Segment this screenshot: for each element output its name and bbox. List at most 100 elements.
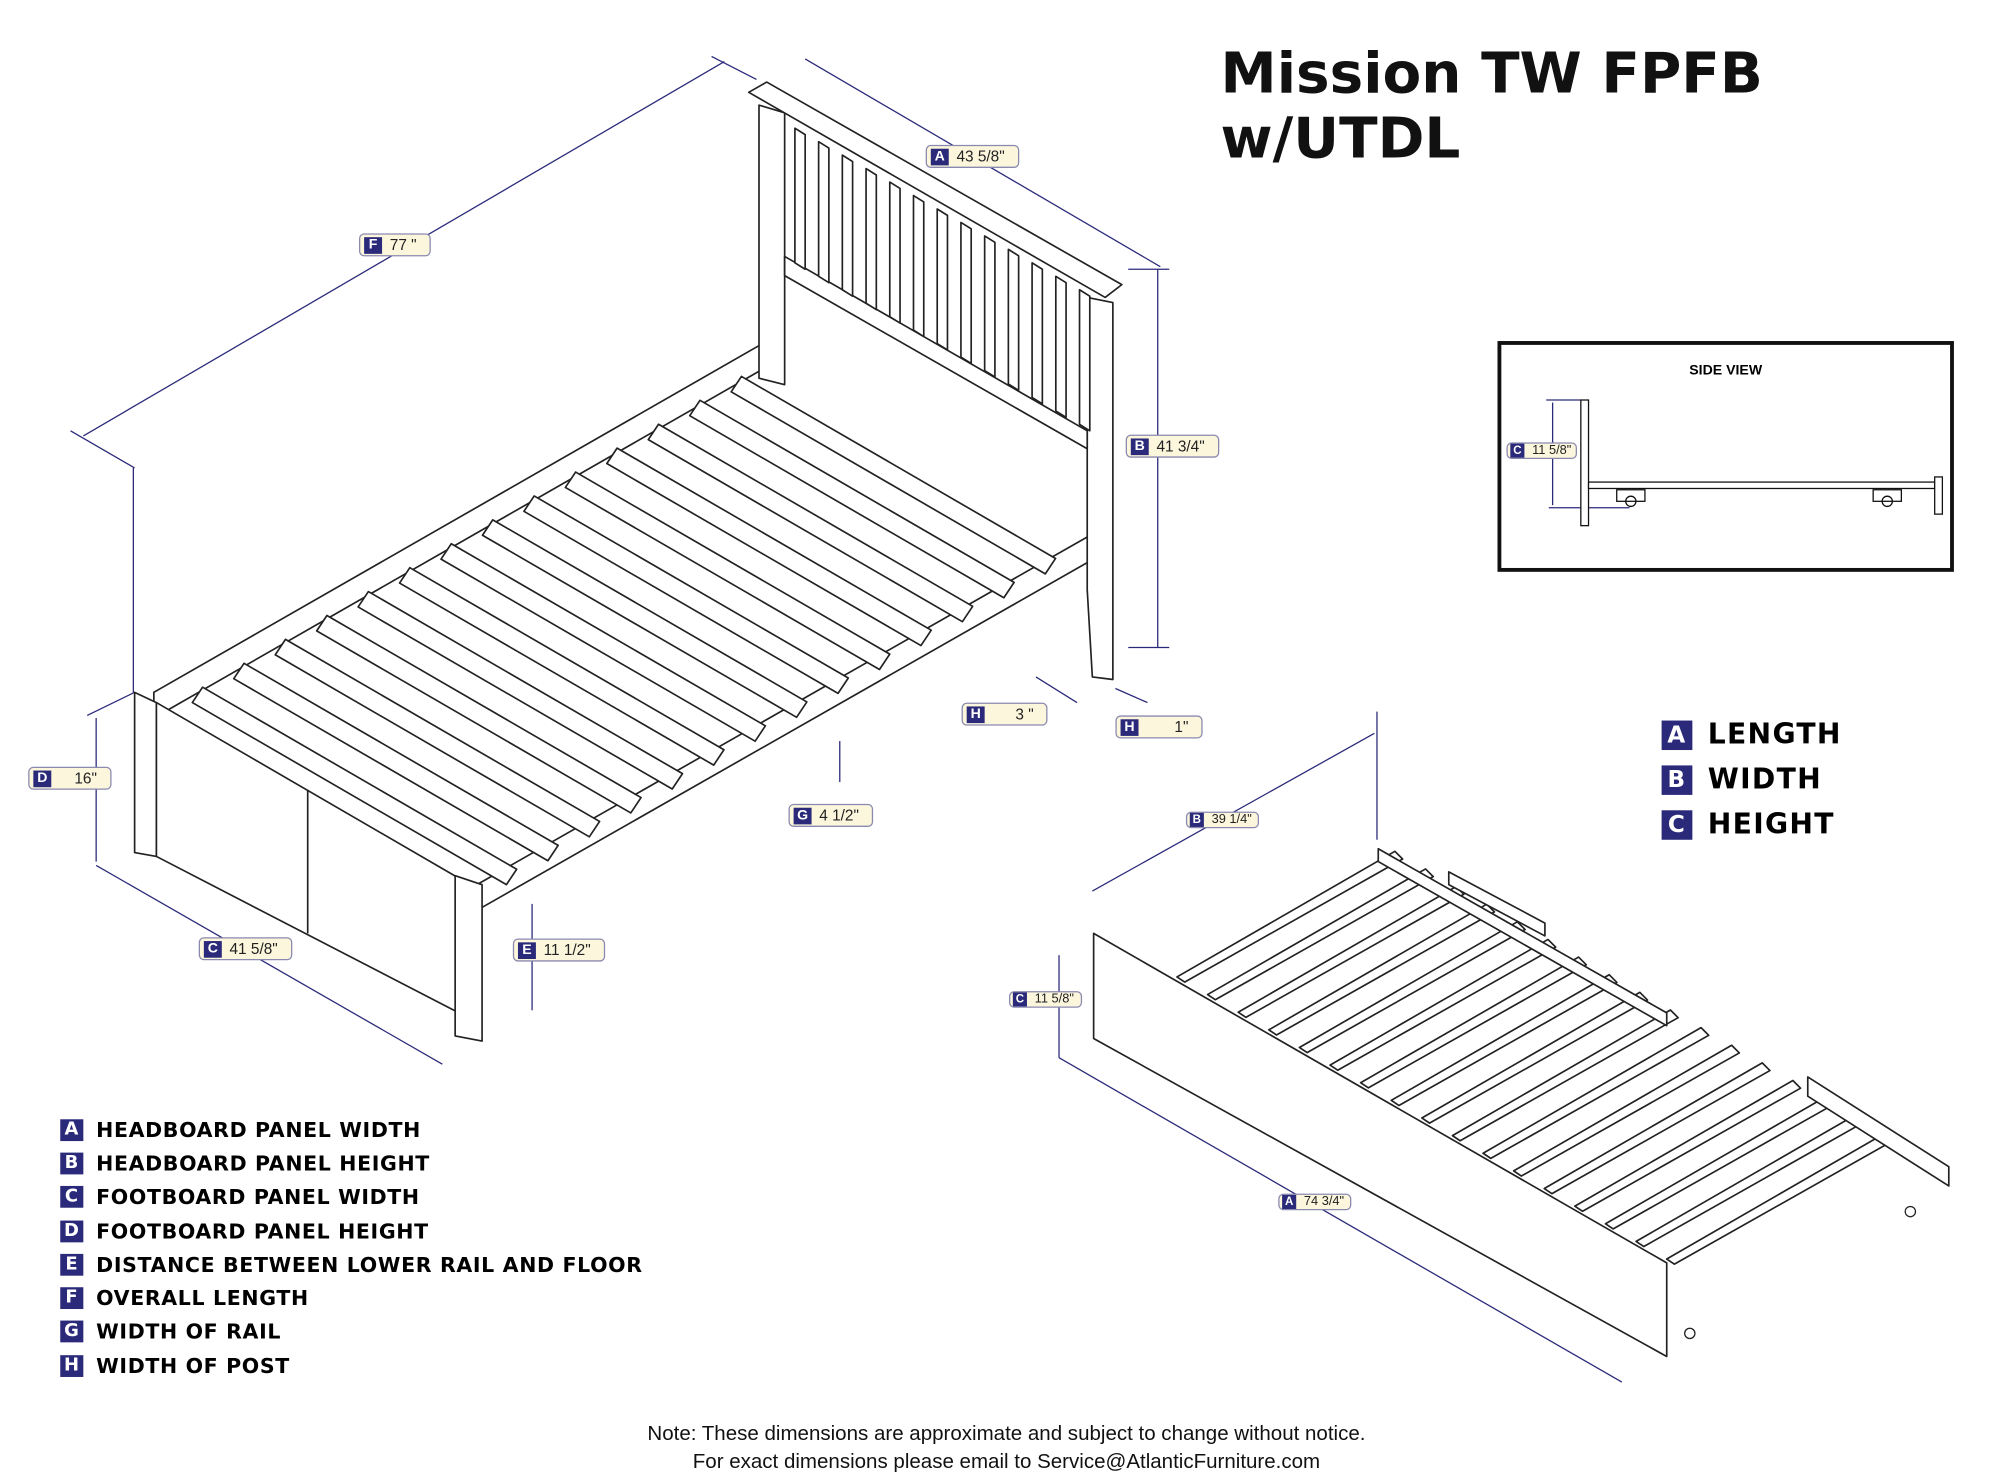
value: 74 3/4" [1303,1194,1345,1210]
trundle-back-stop [1447,870,1546,937]
bed-slat [605,447,933,647]
badge: C [60,1186,84,1209]
dimension-line [70,430,135,469]
badge: F [364,236,383,254]
label: HEADBOARD PANEL WIDTH [96,1117,421,1142]
footboard-right-post [454,874,483,1042]
bed-slat [523,495,850,695]
trundle-slat [1206,868,1435,1001]
trundle-slat [1359,956,1588,1089]
dimension-line [86,691,135,716]
trundle-caster [1684,1327,1696,1340]
badge: H [60,1354,84,1377]
label: WIDTH OF POST [96,1353,290,1378]
headboard-slat [912,194,925,338]
bed-slat [440,542,767,743]
legend-item: C FOOTBOARD PANEL WIDTH [60,1180,642,1214]
trundle-slat [1267,903,1496,1036]
value: 41 3/4" [1156,437,1205,456]
trundle-slat [1176,850,1404,983]
trundle-caster [1904,1205,1917,1218]
trundle-slat [1635,1114,1863,1248]
headboard-slat [960,221,973,365]
badge: B [60,1152,84,1175]
label: HEIGHT [1707,809,1835,842]
trundle-slat [1237,885,1465,1019]
badge: H [966,705,985,723]
badge: A [1282,1194,1297,1210]
bed-slat [315,614,642,814]
value: 11 1/2" [543,941,591,960]
legend-item: B HEADBOARD PANEL HEIGHT [60,1147,642,1181]
bed-slat [730,375,1057,575]
badge: C [1510,443,1525,458]
trundle-front-panel [1092,932,1668,1358]
value: 11 5/8" [1532,443,1572,458]
headboard-right-post [1086,296,1114,681]
bed-slat [191,686,518,886]
trundle-back-rail [1377,847,1668,1027]
badge: F [60,1287,84,1310]
bed-slat [647,423,974,623]
headboard-slat [888,181,901,324]
bed-slat [274,638,601,838]
dimension-line [1058,1057,1623,1383]
label: WIDTH [1707,764,1823,797]
value: 1" [1174,717,1189,736]
badge: A [1661,720,1693,751]
trundle-slat [1512,1044,1741,1177]
headboard-left-post [758,104,786,386]
bed-slat [398,566,725,766]
badge: B [1661,765,1693,795]
badge: C [1012,992,1027,1007]
badge: A [60,1118,84,1141]
headboard-slat [841,154,854,297]
dimension-line [1035,676,1078,704]
legend-item: H WIDTH OF POST [60,1349,642,1383]
badge: D [60,1219,84,1242]
label: LENGTH [1707,719,1842,752]
bed-slat [481,519,808,719]
label: FOOTBOARD PANEL WIDTH [96,1184,420,1210]
value: 77 " [389,235,417,254]
footboard-left-post [133,691,158,858]
headboard-slat [1054,275,1067,419]
badge: H [1120,718,1139,736]
trundle-slat [1543,1062,1771,1195]
headboard-slat [1078,288,1091,432]
note-line-2: For exact dimensions please email to Ser… [692,1451,1321,1474]
label: OVERALL LENGTH [96,1286,309,1311]
label: WIDTH OF RAIL [96,1319,282,1345]
bed-slat [232,662,559,862]
trundle-slat [1390,973,1618,1107]
dimension-line [95,864,443,1065]
badge: G [60,1321,84,1343]
legend-item: A HEADBOARD PANEL WIDTH [60,1113,642,1147]
value: 43 5/8" [956,147,1005,166]
label: HEADBOARD PANEL HEIGHT [96,1151,430,1176]
badge: C [203,940,222,958]
trundle-slat [1451,1009,1679,1142]
side-view-drawing [1546,399,1944,527]
trundle-slat [1604,1097,1832,1230]
headboard-slat [1031,261,1044,405]
headboard-lower-rail [783,255,1089,450]
headboard-slat [983,235,996,378]
badge: G [793,807,812,824]
page-title: Mission TW FPFB w/UTDL [1220,41,1763,172]
headboard-slat [936,208,949,351]
